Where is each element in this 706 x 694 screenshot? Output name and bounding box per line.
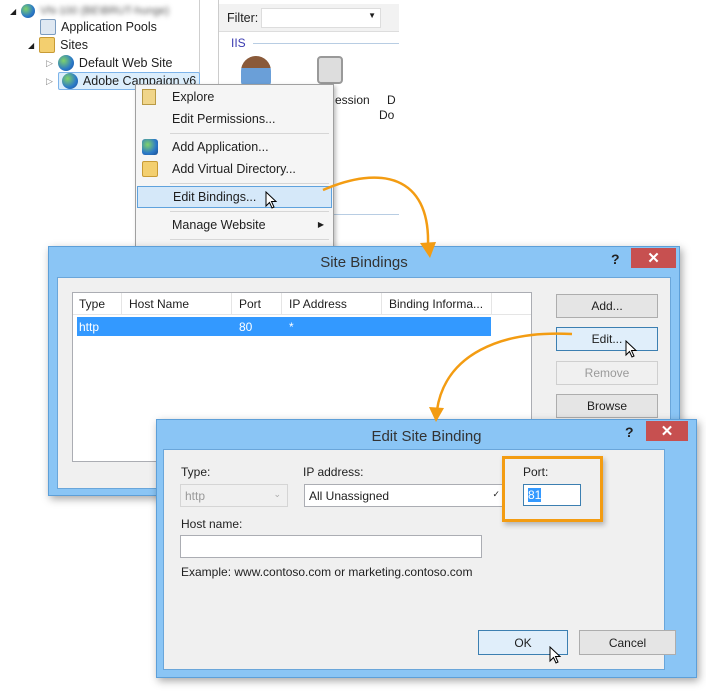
feature-label: Do bbox=[379, 108, 395, 122]
cancel-button[interactable]: Cancel bbox=[579, 630, 676, 655]
add-application-icon bbox=[142, 139, 158, 155]
help-button[interactable]: ? bbox=[625, 424, 634, 440]
menu-label: Add Virtual Directory... bbox=[172, 162, 296, 176]
remove-button[interactable]: Remove bbox=[556, 361, 658, 385]
menu-item-add-virtual-directory[interactable]: Add Virtual Directory... bbox=[136, 158, 334, 180]
port-input[interactable]: 81 bbox=[523, 484, 581, 506]
column-header-type[interactable]: Type bbox=[79, 297, 106, 311]
folder-icon bbox=[39, 37, 56, 53]
menu-item-edit-bindings[interactable]: Edit Bindings... bbox=[137, 186, 332, 208]
menu-item-edit-permissions[interactable]: Edit Permissions... bbox=[136, 108, 334, 130]
tree-label: Application Pools bbox=[61, 20, 157, 34]
chevron-down-icon[interactable]: ✓ bbox=[492, 489, 500, 499]
column-header-host-name[interactable]: Host Name bbox=[129, 297, 190, 311]
tree-label: Default Web Site bbox=[78, 56, 173, 70]
menu-separator bbox=[170, 211, 329, 212]
port-value: 81 bbox=[528, 488, 542, 502]
type-label: Type: bbox=[181, 465, 211, 479]
column-header-ip-address[interactable]: IP Address bbox=[289, 297, 347, 311]
mouse-cursor-icon bbox=[265, 191, 278, 209]
app-pools-icon bbox=[40, 19, 56, 35]
feature-label: ession bbox=[335, 93, 370, 107]
browse-button[interactable]: Browse bbox=[556, 394, 658, 418]
ok-button[interactable]: OK bbox=[478, 630, 568, 655]
help-button[interactable]: ? bbox=[611, 251, 620, 267]
dropdown-arrow-icon[interactable]: ▼ bbox=[368, 11, 376, 20]
server-icon bbox=[21, 4, 36, 18]
menu-item-explore[interactable]: Explore bbox=[136, 86, 334, 108]
globe-icon bbox=[57, 55, 74, 71]
authentication-icon[interactable] bbox=[241, 56, 271, 86]
menu-separator bbox=[170, 133, 329, 134]
dialog-title: Site Bindings bbox=[320, 254, 408, 271]
features-pane: Filter: ▼ IIS ession D Do bbox=[218, 0, 399, 250]
divider bbox=[331, 214, 399, 215]
column-header-port[interactable]: Port bbox=[239, 297, 262, 311]
server-name: VN-100 (BE\BRUT-hunge) bbox=[40, 5, 170, 17]
column-header-binding-info[interactable]: Binding Informa... bbox=[389, 297, 484, 311]
cell-ip: * bbox=[289, 320, 294, 334]
cell-type: http bbox=[79, 320, 100, 334]
ip-address-value: All Unassigned bbox=[309, 488, 390, 503]
ip-address-label: IP address: bbox=[303, 465, 364, 479]
menu-label: Explore bbox=[172, 90, 215, 104]
tree-item-sites[interactable]: ◢ Sites bbox=[28, 36, 88, 54]
tree-item-application-pools[interactable]: Application Pools bbox=[40, 18, 157, 36]
filter-bar: Filter: ▼ bbox=[219, 4, 399, 32]
collapse-arrow-icon[interactable]: ▷ bbox=[46, 57, 53, 68]
menu-label: Add Application... bbox=[172, 140, 269, 154]
expand-arrow-icon[interactable]: ◢ bbox=[10, 6, 17, 16]
dialog-title: Edit Site Binding bbox=[371, 428, 482, 445]
host-name-input[interactable] bbox=[180, 535, 482, 558]
submenu-arrow-icon: ▶ bbox=[317, 220, 324, 229]
tree-server[interactable]: ◢ VN-100 (BE\BRUT-hunge) bbox=[10, 2, 169, 20]
compression-icon[interactable] bbox=[317, 56, 343, 84]
group-label-iis: IIS bbox=[231, 36, 246, 50]
globe-icon bbox=[61, 73, 78, 89]
menu-label: Manage Website bbox=[172, 218, 266, 232]
context-menu: Explore Edit Permissions... Add Applicat… bbox=[135, 84, 334, 250]
menu-item-add-application[interactable]: Add Application... bbox=[136, 136, 334, 158]
close-button[interactable]: ✕ bbox=[631, 248, 676, 268]
feature-label: D bbox=[387, 93, 396, 107]
table-row[interactable]: http 80 * bbox=[77, 317, 491, 336]
close-button[interactable]: ✕ bbox=[646, 421, 688, 441]
port-highlight-box bbox=[502, 456, 603, 522]
menu-separator bbox=[170, 183, 329, 184]
edit-site-binding-dialog: Edit Site Binding ? ✕ Type: http ⌄ IP ad… bbox=[156, 419, 697, 678]
collapse-arrow-icon[interactable]: ▷ bbox=[46, 75, 53, 86]
group-divider bbox=[253, 43, 399, 44]
mouse-cursor-icon bbox=[625, 340, 638, 358]
port-label: Port: bbox=[523, 465, 549, 479]
edit-button[interactable]: Edit... bbox=[556, 327, 658, 351]
menu-separator bbox=[170, 239, 329, 240]
type-select: http ⌄ bbox=[180, 484, 288, 507]
explore-icon bbox=[142, 89, 156, 105]
menu-label: Edit Permissions... bbox=[172, 112, 276, 126]
add-virtual-directory-icon bbox=[142, 161, 158, 177]
tree-item-default-web-site[interactable]: ▷ Default Web Site bbox=[46, 54, 173, 72]
mouse-cursor-icon bbox=[549, 646, 562, 664]
list-header: Type Host Name Port IP Address Binding I… bbox=[73, 293, 531, 315]
cell-port: 80 bbox=[239, 320, 253, 334]
menu-label: Edit Bindings... bbox=[173, 190, 257, 204]
add-button[interactable]: Add... bbox=[556, 294, 658, 318]
expand-arrow-icon[interactable]: ◢ bbox=[28, 40, 35, 50]
type-value: http bbox=[185, 488, 206, 503]
host-name-label: Host name: bbox=[181, 517, 243, 531]
filter-input[interactable]: ▼ bbox=[261, 8, 381, 28]
chevron-down-icon: ⌄ bbox=[273, 489, 281, 499]
ip-address-select[interactable]: All Unassigned ✓ bbox=[304, 484, 503, 507]
host-name-example: Example: www.contoso.com or marketing.co… bbox=[181, 565, 473, 579]
menu-item-manage-website[interactable]: Manage Website ▶ bbox=[136, 214, 334, 236]
filter-label: Filter: bbox=[227, 11, 259, 25]
tree-label: Sites bbox=[60, 38, 88, 52]
